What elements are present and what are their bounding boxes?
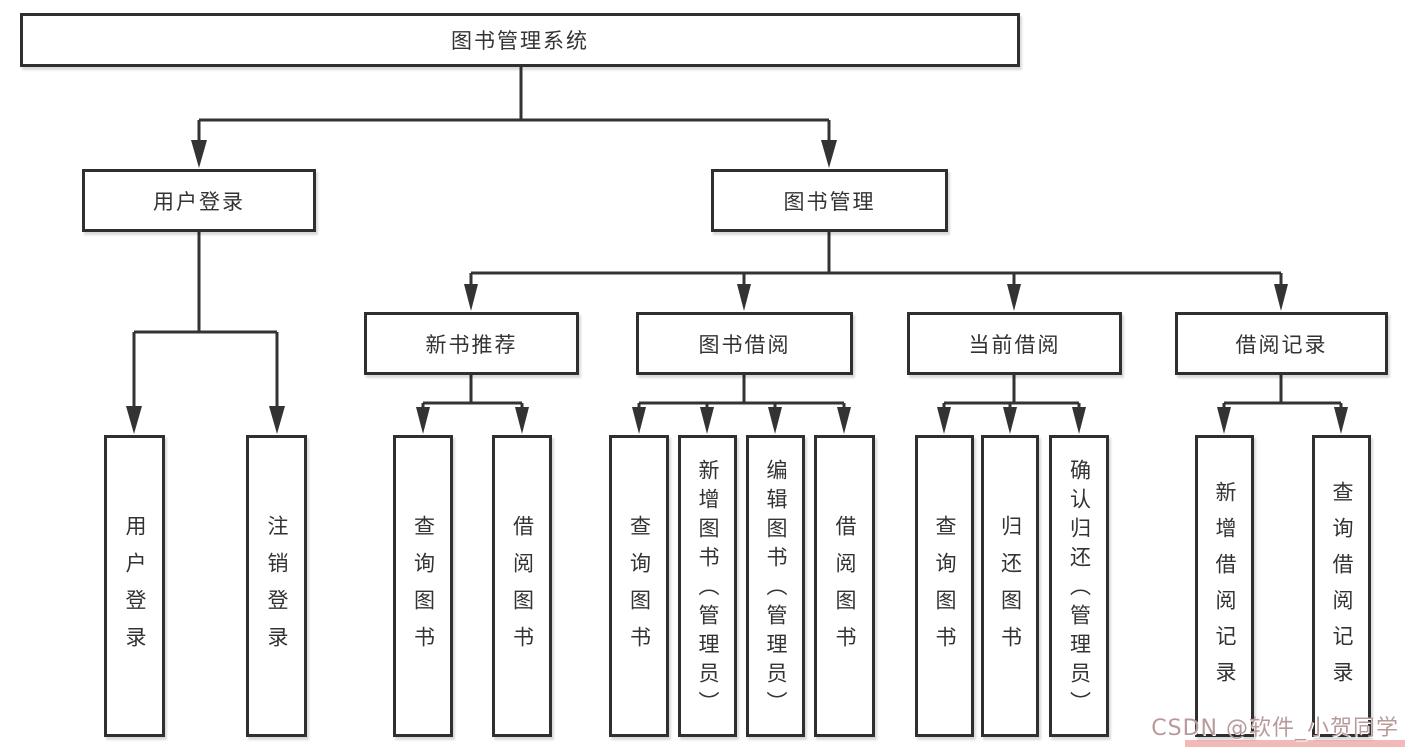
node-current-borrow: 当前借阅 <box>907 312 1122 375</box>
leaf-query-books-recommend: 查询图书 <box>393 435 453 737</box>
leaf-query-books-borrow: 查询图书 <box>609 435 669 737</box>
node-book-management: 图书管理 <box>711 169 948 232</box>
leaf-borrow-books: 借阅图书 <box>814 435 875 737</box>
node-new-book-recommend: 新书推荐 <box>364 312 579 375</box>
leaf-add-borrow-record: 新增借阅记录 <box>1195 435 1254 737</box>
leaf-query-borrow-record: 查询借阅记录 <box>1312 435 1371 737</box>
leaf-logout: 注销登录 <box>246 435 307 737</box>
leaf-edit-book-admin: 编辑图书（管理员） <box>746 435 805 737</box>
leaf-query-books-current: 查询图书 <box>915 435 974 737</box>
watermark: CSDN @软件_小贺同学 <box>1151 716 1399 741</box>
node-library-management-system: 图书管理系统 <box>20 13 1020 67</box>
node-book-borrow: 图书借阅 <box>636 312 853 375</box>
leaf-return-books: 归还图书 <box>981 435 1039 737</box>
leaf-add-book-admin: 新增图书（管理员） <box>678 435 737 737</box>
node-user-login: 用户登录 <box>82 169 316 232</box>
leaf-borrow-books-recommend: 借阅图书 <box>492 435 552 737</box>
arrowheads <box>126 140 1348 434</box>
leaf-confirm-return-admin: 确认归还（管理员） <box>1049 435 1109 737</box>
watermark-strip <box>1185 740 1405 747</box>
node-borrow-records: 借阅记录 <box>1175 312 1388 375</box>
leaf-user-login: 用户登录 <box>104 435 165 737</box>
